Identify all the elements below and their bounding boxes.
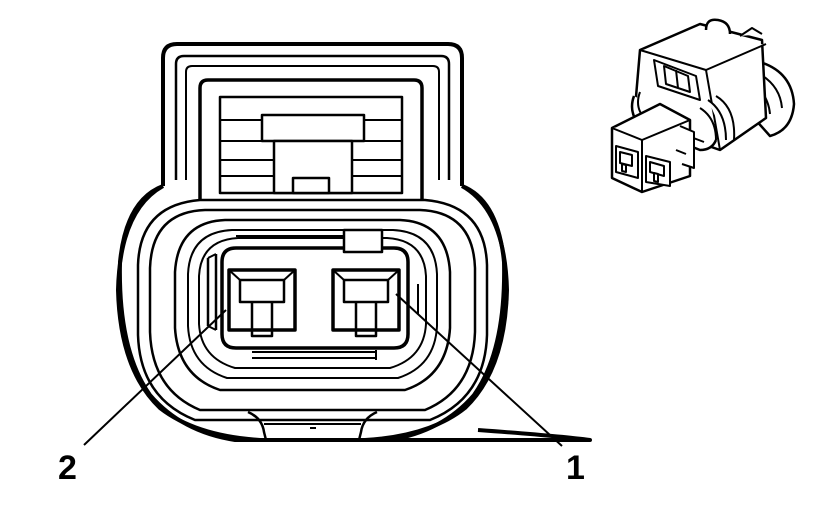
connector-face-view — [83, 42, 592, 447]
latch-housing — [161, 42, 464, 200]
terminal-2 — [227, 268, 297, 338]
terminal-1 — [331, 268, 401, 338]
leader-line-pin-1 — [395, 293, 563, 447]
pin-label-2: 2 — [58, 449, 77, 487]
connector-isometric-view — [610, 18, 796, 194]
connector-body — [116, 184, 592, 442]
seal-rings — [173, 218, 452, 392]
leader-line-pin-2 — [83, 309, 227, 446]
pin-label-1: 1 — [566, 449, 585, 487]
